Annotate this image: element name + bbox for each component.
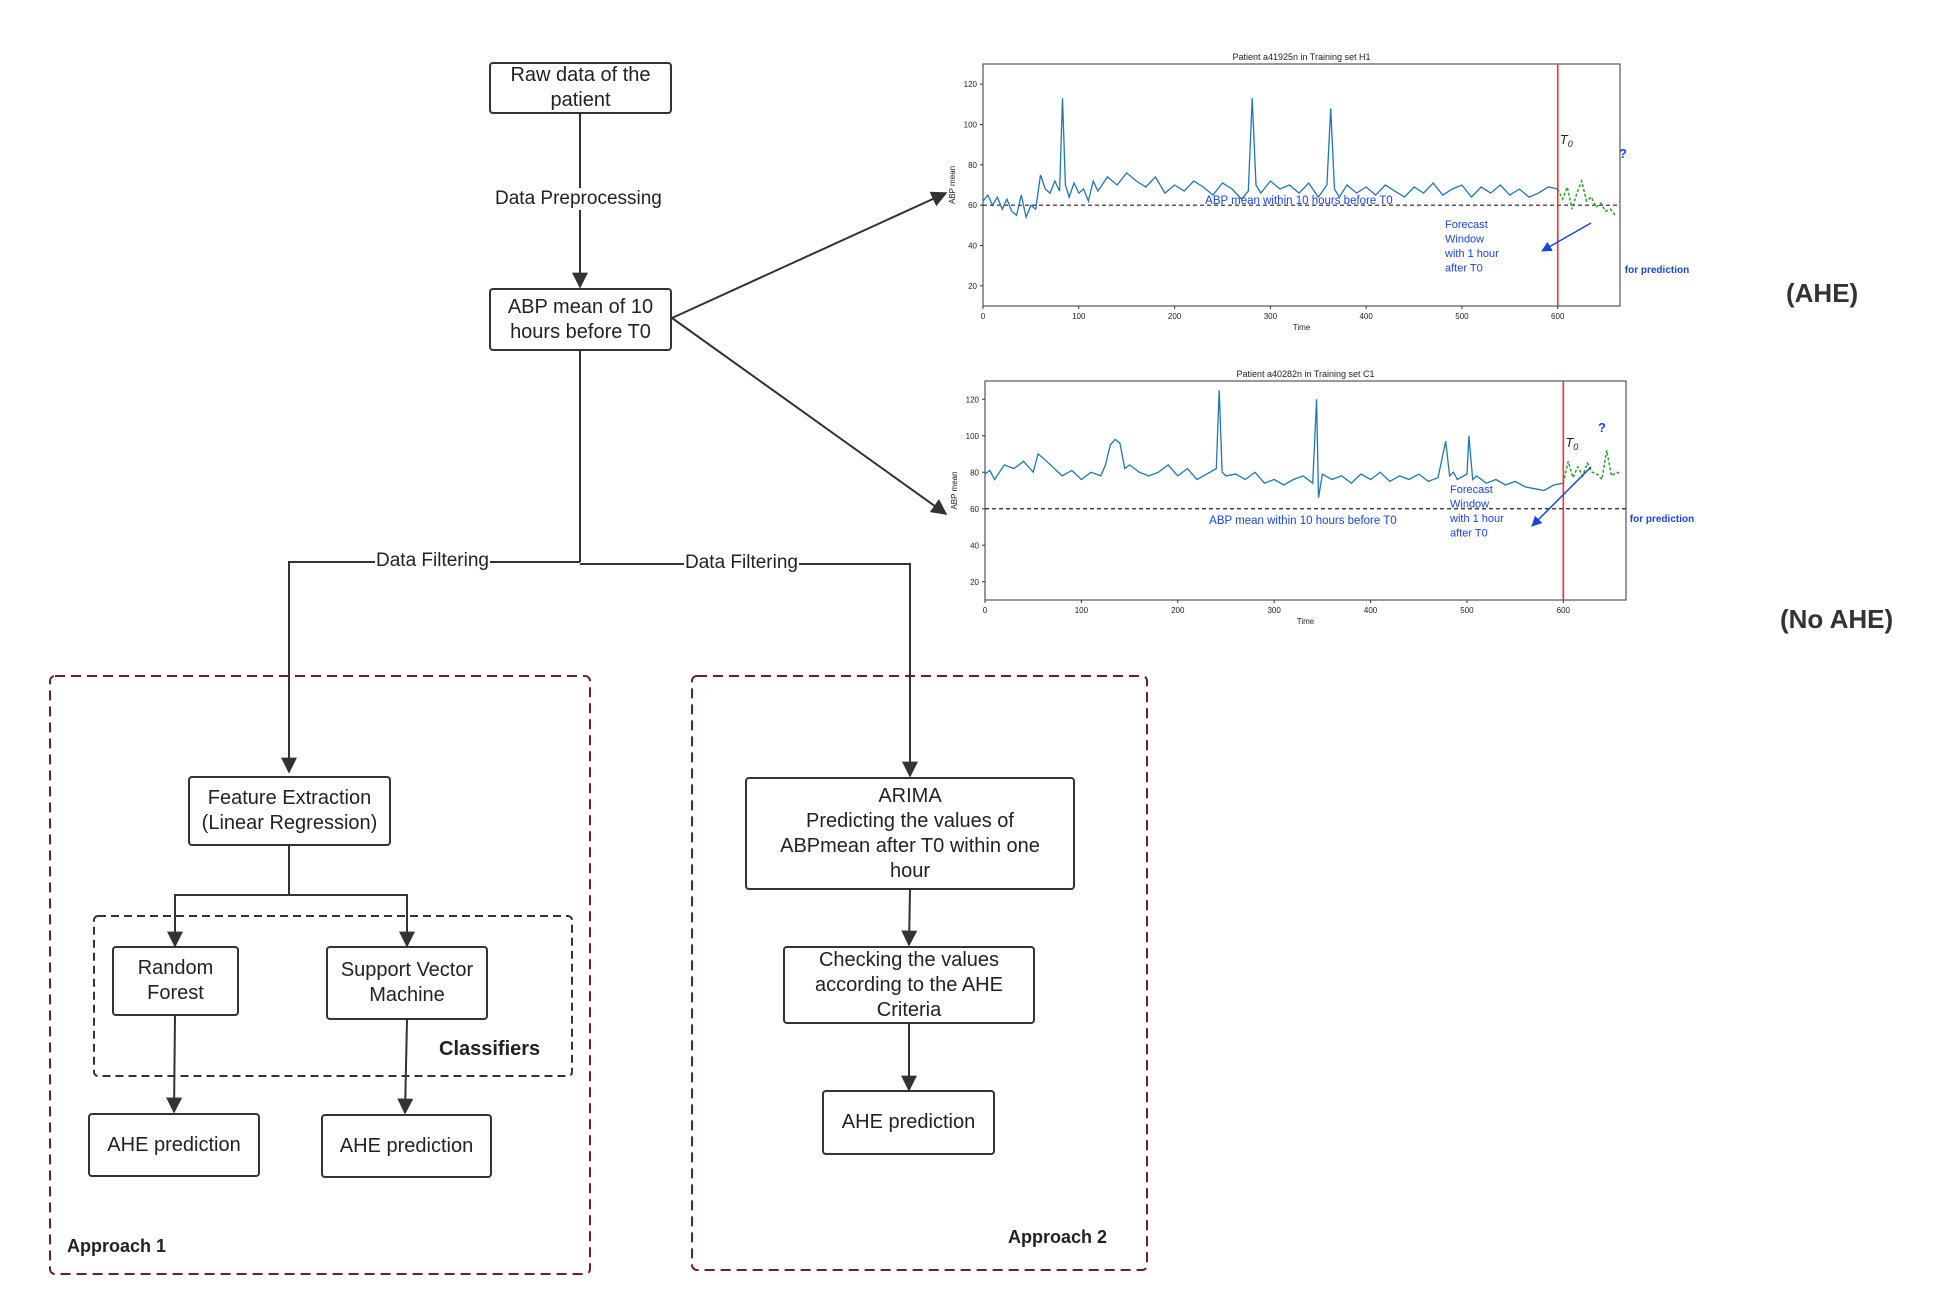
preprocessing-label: Data Preprocessing	[494, 188, 663, 210]
x-tick-label: 100	[1075, 606, 1089, 615]
y-tick-label: 120	[964, 80, 978, 89]
y-tick-label: 40	[970, 541, 979, 550]
forecast-window-text: after T0	[1450, 528, 1488, 540]
x-tick-label: 400	[1359, 312, 1373, 321]
y-tick-label: 20	[968, 282, 977, 291]
svm-node: Support Vector Machine	[326, 946, 488, 1020]
approach2-title: Approach 2	[1008, 1227, 1108, 1247]
x-tick-label: 500	[1455, 312, 1469, 321]
x-tick-label: 300	[1264, 312, 1278, 321]
abp-mean-node: ABP mean of 10 hours before T0	[489, 288, 672, 351]
x-axis-label: Time	[1293, 323, 1311, 332]
edge-rf-to-pred	[166, 1015, 183, 1114]
forecast-arrow	[1531, 466, 1592, 527]
window-annotation: ABP mean within 10 hours before T0	[1209, 515, 1397, 527]
x-axis-label: Time	[1297, 617, 1315, 626]
plot-title: Patient a40282n in Training set C1	[1236, 369, 1374, 379]
ahe-prediction-left-node: AHE prediction	[88, 1113, 260, 1177]
feature-extraction-node: Feature Extraction (Linear Regression)	[188, 776, 391, 846]
abp-plot-ahe: Patient a41925n in Training set H1 0 100 20…	[948, 52, 1689, 332]
x-tick-label: 100	[1072, 312, 1086, 321]
forecast-window-text: Window	[1445, 234, 1484, 246]
approach1-title: Approach 1	[67, 1236, 167, 1256]
y-tick-label: 100	[966, 432, 980, 441]
window-annotation: ABP mean within 10 hours before T0	[1205, 195, 1393, 207]
ahe-prediction-arima-node: AHE prediction	[822, 1090, 995, 1155]
abp-forecast-line	[1562, 450, 1622, 484]
abp-plot-no-ahe: Patient a40282n in Training set C1 0 100 20…	[950, 369, 1694, 626]
question-mark: ?	[1619, 146, 1627, 161]
arima-node: ARIMA Predicting the values of ABPmean a…	[745, 777, 1075, 890]
question-mark: ?	[1598, 420, 1606, 435]
forecast-window-text: with 1 hour	[1444, 248, 1499, 260]
approach2-group	[691, 675, 1148, 1271]
ahe-tag: (AHE)	[1786, 278, 1859, 308]
y-tick-label: 80	[970, 468, 979, 477]
approach1-group	[49, 675, 591, 1275]
x-tick-label: 400	[1364, 606, 1378, 615]
y-axis-label: ABP mean	[948, 166, 957, 204]
x-tick-label: 200	[1171, 606, 1185, 615]
x-tick-label: 200	[1168, 312, 1182, 321]
x-tick-label: 600	[1557, 606, 1571, 615]
no-ahe-tag: (No AHE)	[1780, 604, 1894, 634]
raw-data-node: Raw data of the patient	[489, 62, 672, 114]
x-tick-label: 300	[1267, 606, 1281, 615]
edge-abp-to-plot-bottom	[671, 317, 948, 515]
filtering-label-right: Data Filtering	[684, 552, 799, 574]
y-tick-label: 80	[968, 161, 977, 170]
edge-filter-right	[580, 563, 918, 778]
t0-label: T0	[1565, 435, 1578, 452]
for-prediction-text: for prediction	[1625, 265, 1689, 276]
filtering-label-left: Data Filtering	[375, 550, 490, 572]
edge-fe-to-svm	[289, 894, 415, 948]
ahe-prediction-right-node: AHE prediction	[321, 1114, 492, 1178]
forecast-window-text: after T0	[1445, 263, 1483, 275]
y-tick-label: 120	[966, 395, 980, 404]
for-prediction-text: for prediction	[1630, 514, 1694, 525]
y-axis-label: ABP mean	[950, 471, 959, 509]
forecast-window-text: Forecast	[1445, 219, 1488, 231]
checking-node: Checking the values according to the AHE…	[783, 946, 1035, 1024]
edge-filter-left	[281, 561, 580, 774]
abp-history-line	[984, 390, 1564, 498]
y-tick-label: 60	[968, 201, 977, 210]
forecast-window-text: with 1 hour	[1449, 513, 1504, 525]
abp-history-line	[982, 98, 1558, 220]
x-tick-label: 600	[1551, 312, 1565, 321]
random-forest-node: Random Forest	[112, 946, 239, 1016]
x-tick-label: 0	[983, 606, 988, 615]
edge-fe-to-rf	[167, 846, 290, 948]
edge-abp-to-plot-top	[671, 191, 948, 319]
plot-title: Patient a41925n in Training set H1	[1232, 52, 1370, 62]
forecast-window-text: Window	[1450, 499, 1489, 511]
classifiers-group	[93, 915, 573, 1077]
classifiers-title: Classifiers	[439, 1038, 541, 1060]
y-tick-label: 40	[968, 242, 977, 251]
edge-svm-to-pred	[397, 1019, 414, 1115]
t0-label: T0	[1560, 132, 1573, 149]
edge-arima-to-check	[901, 889, 918, 947]
forecast-arrow	[1541, 222, 1592, 252]
plot-frame	[982, 63, 1621, 307]
x-tick-label: 0	[981, 312, 986, 321]
forecast-window-text: Forecast	[1450, 484, 1493, 496]
plot-frame	[984, 380, 1627, 601]
x-tick-label: 500	[1460, 606, 1474, 615]
y-tick-label: 20	[970, 578, 979, 587]
y-tick-label: 60	[970, 505, 979, 514]
abp-forecast-line	[1557, 178, 1616, 216]
y-tick-label: 100	[964, 121, 978, 130]
